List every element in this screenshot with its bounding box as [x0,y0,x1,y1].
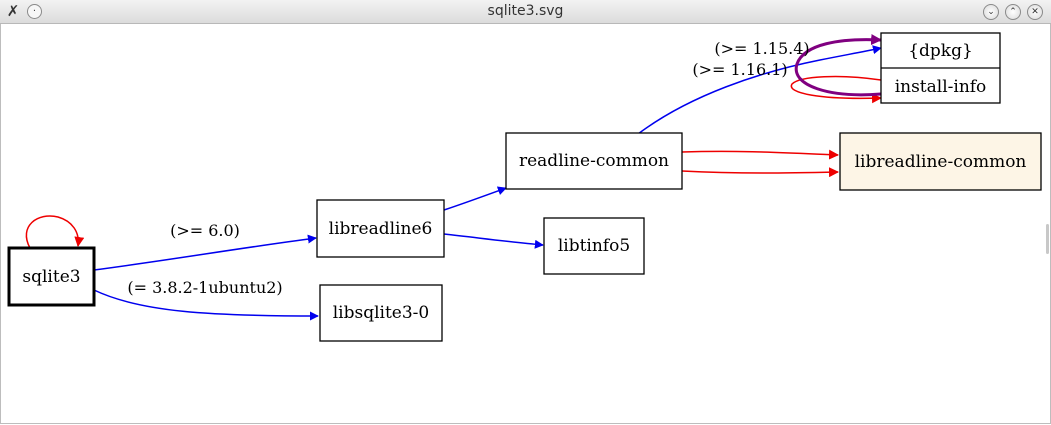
edge-label-libreadline6: (>= 6.0) [170,221,240,240]
minimize-icon[interactable]: ⌄ [983,4,999,20]
edge-readline-common-libreadline-common-2 [681,167,839,178]
scrollbar-handle[interactable] [1046,224,1049,254]
close-icon[interactable]: ✕ [1027,4,1043,20]
node-libreadline-common-label: libreadline-common [855,152,1027,172]
node-dpkg-label: {dpkg} [908,41,973,61]
node-sqlite3: sqlite3 [7,246,96,307]
edge-libreadline6-readline-common [443,186,507,211]
node-libreadline6: libreadline6 [316,199,445,258]
edge-libreadline6-libtinfo5 [443,233,544,249]
window-titlebar[interactable]: ✗ · sqlite3.svg ⌄ ⌃ ✕ [0,0,1051,24]
node-libsqlite3-0: libsqlite3-0 [319,284,443,342]
node-libreadline6-label: libreadline6 [329,219,433,239]
maximize-icon[interactable]: ⌃ [1005,4,1021,20]
node-libtinfo5: libtinfo5 [543,217,645,275]
node-libreadline-common: libreadline-common [839,132,1042,191]
edge-sqlite3-self [25,215,85,249]
node-libsqlite3-0-label: libsqlite3-0 [333,303,430,323]
node-install-info-label: install-info [895,77,987,97]
node-libtinfo5-label: libtinfo5 [558,236,630,256]
edge-readline-common-dpkg [637,45,882,135]
edge-sqlite3-libreadline6 [93,234,317,271]
window-title: sqlite3.svg [487,3,564,19]
edge-readline-common-libreadline-common-1 [681,149,839,160]
edge-install-info-loop-red [790,75,882,104]
node-readline-common: readline-common [505,132,683,190]
node-dpkg-group: {dpkg} install-info [880,32,1001,104]
edge-label-install-info: (>= 1.16.1) [692,60,787,79]
edge-label-libsqlite3: (= 3.8.2-1ubuntu2) [127,278,282,297]
image-viewport [0,24,1051,424]
node-sqlite3-label: sqlite3 [22,267,80,287]
edge-label-dpkg: (>= 1.15.4) [714,39,809,58]
edge-sqlite3-libsqlite3 [93,289,319,321]
pin-icon[interactable]: · [27,4,42,19]
x-tools-icon[interactable]: ✗ [6,2,20,20]
edge-install-info-dpkg-predepends [794,34,883,97]
node-readline-common-label: readline-common [519,151,669,171]
